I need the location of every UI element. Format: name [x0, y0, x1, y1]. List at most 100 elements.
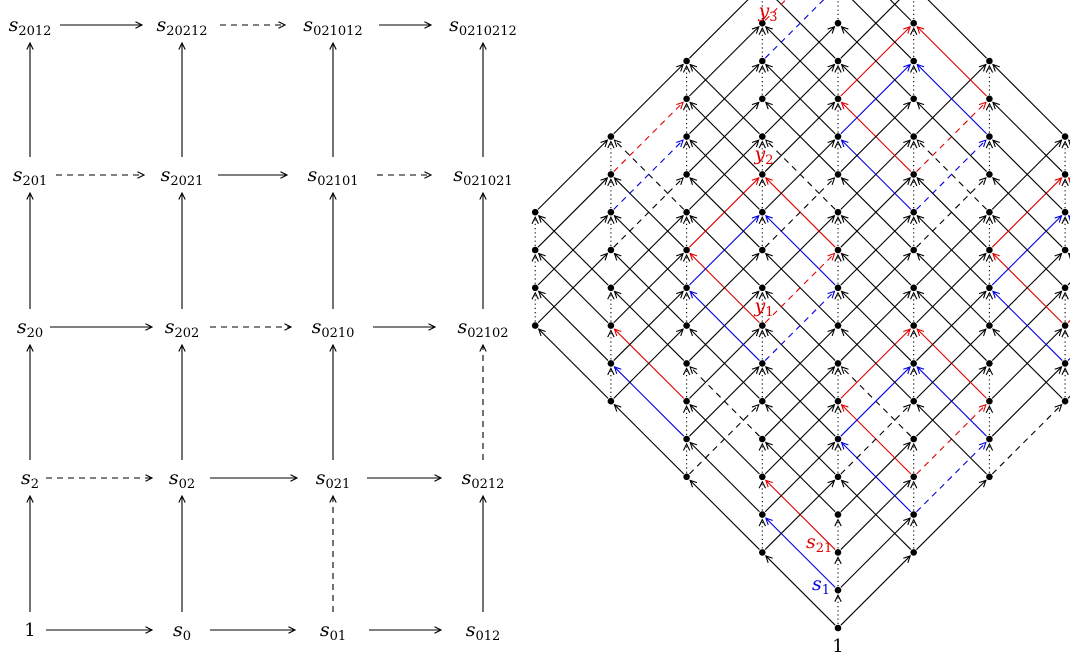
lattice-node-39	[1061, 133, 1069, 140]
lattice-node-60	[607, 397, 615, 405]
grid-node-r3-c1-letter: s	[161, 164, 171, 186]
lattice-edge-ne-3-2-1	[764, 140, 834, 210]
grid-node-r3-c3: s021021	[453, 164, 512, 189]
lattice-node-32	[986, 322, 993, 329]
grid-node-r0-c2-letter: s	[320, 619, 330, 641]
lattice-node-93	[759, 57, 766, 65]
lattice-node-12	[1061, 397, 1069, 405]
lattice-node-89	[683, 133, 690, 140]
lattice-edge-ne-2-3-1	[916, 140, 986, 210]
lattice-node-21	[759, 511, 766, 518]
lattice-label-5: 1	[832, 636, 843, 657]
lattice-label-2: y1	[753, 295, 773, 320]
lattice-label-2-subscript: 1	[765, 305, 773, 320]
lattice-label-3-letter: s	[806, 531, 816, 553]
lattice-edge-nw-1-1-1	[766, 367, 836, 437]
lattice-edge-nw-2-0-0	[614, 405, 685, 475]
lattice-edge-nw-1-3-1	[917, 216, 987, 286]
lattice-edge-ne-3-1-1	[689, 216, 758, 286]
lattice-node-85	[607, 208, 615, 216]
lattice-node-25	[834, 435, 842, 443]
grid-node-r3-c1-subscript: 2021	[170, 174, 203, 189]
lattice-edge-nw-3-0-1	[539, 291, 609, 361]
grid-node-r0-c1-letter: s	[173, 619, 183, 641]
lattice-node-13	[1061, 360, 1069, 367]
lattice-label-4-letter: s	[812, 573, 822, 595]
lattice-edge-nw-2-1-1	[690, 291, 760, 361]
lattice-node-43	[683, 360, 690, 367]
lattice-node-41	[683, 435, 690, 443]
lattice-node-6	[910, 473, 917, 481]
lattice-edge-nw-3-4-0	[842, 27, 912, 97]
lattice-edge-ne-3-3-0	[840, 102, 910, 172]
lattice-label-2-letter: y	[753, 295, 765, 317]
grid-node-r4-c2: s021012	[303, 14, 362, 39]
lattice-edge-ne-1-0-0	[764, 480, 834, 550]
grid-node-r0-c3-subscript: 012	[475, 629, 500, 644]
lattice-node-67	[683, 208, 690, 216]
lattice-node-87	[607, 133, 615, 140]
lattice-node-53	[910, 208, 917, 216]
lattice-node-76	[910, 95, 917, 103]
lattice-label-0-subscript: 3	[769, 10, 777, 25]
lattice-edge-ne-2-3-0	[916, 178, 986, 248]
grid-node-r4-c0: s2012	[9, 14, 52, 39]
grid-node-r3-c0-letter: s	[13, 164, 23, 186]
lattice-edge-ne-1-1-0	[840, 405, 910, 475]
lattice-node-35	[986, 208, 993, 216]
grid-node-r1-c2-letter: s	[316, 467, 326, 489]
grid-node-r4-c2-subscript: 021012	[313, 24, 363, 39]
lattice-node-58	[986, 95, 993, 103]
lattice-node-94	[759, 19, 766, 27]
lattice-node-81	[531, 284, 539, 292]
grid-node-r4-c1-letter: s	[156, 14, 166, 36]
lattice-node-63	[607, 284, 615, 292]
lattice-edge-ne-2-1-0	[764, 329, 834, 399]
lattice-node-46	[759, 322, 766, 329]
grid-node-r4-c1-subscript: 20212	[166, 24, 207, 39]
lattice-edge-ne-4-0-0	[537, 254, 607, 324]
lattice-edges	[535, 0, 1070, 626]
lattice-node-78	[910, 19, 917, 27]
lattice-edge-nw-2-4-3	[927, 0, 987, 59]
lattice-label-3-subscript: 21	[816, 541, 833, 556]
lattice-node-64	[683, 322, 690, 329]
lattice-edge-ne-0-0-0	[840, 556, 910, 626]
lattice-edge-ne-4-1-1	[613, 140, 683, 210]
grid-node-r3-c0-subscript: 201	[22, 174, 47, 189]
grid-node-r4-c1: s20212	[156, 14, 207, 39]
lattice-edge-nw-0-2-0	[917, 405, 987, 475]
grid-node-r1-c0: s2	[21, 467, 39, 492]
lattice-edge-nw-0-0-1	[766, 518, 836, 588]
lattice-edge-nw-0-3-0	[993, 329, 1063, 399]
lattice-nodes	[531, 19, 1069, 632]
lattice-edge-nw-1-4-3	[993, 65, 1063, 135]
lattice-node-54	[910, 171, 917, 178]
grid-node-r4-c0-letter: s	[9, 14, 19, 36]
grid-node-r3-c3-subscript: 021021	[463, 174, 513, 189]
lattice-edge-ne-1-2-1	[916, 291, 986, 361]
lattice-label-0: y3	[757, 0, 777, 25]
lattice-edge-ne-4-2-0	[689, 102, 758, 172]
lattice-edge-nw-0-1-0	[842, 480, 912, 550]
lattice-node-68	[759, 246, 766, 254]
lattice-node-0	[834, 624, 842, 632]
lattice-edge-nw-2-2-0	[766, 254, 836, 324]
lattice-node-37	[1061, 208, 1069, 216]
lattice-node-36	[1061, 246, 1069, 254]
lattice-node-1	[834, 586, 842, 594]
lattice-node-45	[759, 360, 766, 367]
lattice-node-83	[531, 208, 539, 216]
grid-node-r3-c0: s201	[13, 164, 48, 189]
lattice-edge-nw-2-3-1	[842, 140, 912, 210]
lattice-edge-nw-3-4-1	[851, 0, 912, 59]
lattice-node-62	[607, 322, 615, 329]
lattice-node-27	[834, 360, 842, 367]
lattice-node-52	[910, 246, 917, 254]
lattice-node-71	[759, 133, 766, 140]
grid-node-r1-c1-letter: s	[169, 467, 179, 489]
lattice-node-69	[759, 208, 766, 216]
lattice-edge-ne-3-1-0	[689, 254, 758, 324]
lattice-edge-nw-3-1-1	[614, 216, 685, 286]
lattice-node-42	[683, 397, 690, 405]
